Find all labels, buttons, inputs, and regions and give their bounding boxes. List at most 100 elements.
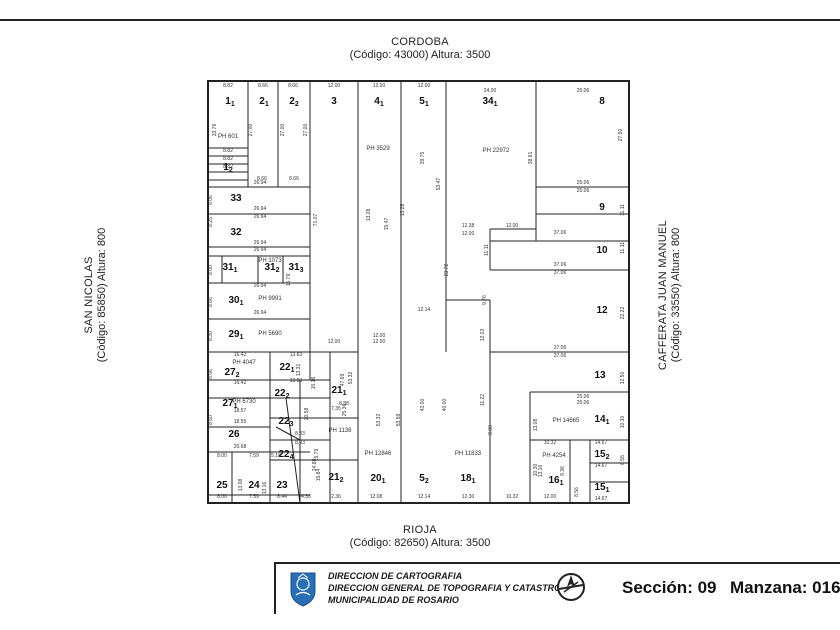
measure-label: 37.06 xyxy=(554,353,567,359)
measure-label: 15.84 xyxy=(316,469,322,482)
measure-label: 37.06 xyxy=(554,230,567,236)
lot-number-23: 23 xyxy=(276,480,288,491)
measure-label: 15.79 xyxy=(286,274,292,287)
measure-label: 53.59 xyxy=(396,414,402,427)
measure-label: 12.00 xyxy=(506,223,519,229)
street-bottom-info: (Código: 82650) Altura: 3500 xyxy=(349,537,491,549)
measure-label: 8.66 xyxy=(288,83,298,89)
measure-label: 15.79 xyxy=(314,449,320,462)
measure-label: 27.00 xyxy=(303,124,309,137)
lot-number-15_1: 151 xyxy=(594,482,609,494)
measure-label: 13.16 xyxy=(262,482,268,495)
measure-label: 4.36 xyxy=(301,494,311,500)
measure-label: 7.35 xyxy=(331,406,341,412)
measure-label: 15.16 xyxy=(311,377,317,390)
lot-number-31_3: 313 xyxy=(288,262,303,274)
measure-label: 8.93 xyxy=(295,440,305,446)
lot-number-25: 25 xyxy=(216,480,228,491)
lot-number-34_1: 341 xyxy=(482,96,497,108)
measure-label: 13.83 xyxy=(290,378,303,384)
measure-label: 13.28 xyxy=(366,209,372,222)
measure-label: 53.32 xyxy=(376,414,382,427)
street-top-label: CORDOBA (Código: 43000) Altura: 3500 xyxy=(320,36,520,62)
lot-number-18_1: 181 xyxy=(460,473,475,485)
measure-label: 10.30 xyxy=(533,464,539,477)
measure-label: 33.76 xyxy=(212,124,218,137)
ph-label: PH 6730 xyxy=(232,399,256,405)
measure-label: 25.06 xyxy=(577,188,590,194)
measure-label: 13.08 xyxy=(533,419,539,432)
measure-label: 12.00 xyxy=(373,333,386,339)
measure-label: 7.59 xyxy=(249,453,259,459)
block-outline xyxy=(207,80,630,504)
ph-label: PH 3529 xyxy=(366,146,390,152)
lot-number-27_2: 272 xyxy=(224,367,239,379)
lot-number-29_1: 291 xyxy=(228,329,243,341)
measure-label: 11.11 xyxy=(484,244,490,256)
measure-label: 22.22 xyxy=(620,307,626,320)
measure-label: 8.82 xyxy=(223,148,233,154)
measure-label: 8.00 xyxy=(217,453,227,459)
measure-label: 16.42 xyxy=(234,380,247,386)
measure-label: 12.50 xyxy=(620,372,626,385)
measure-label: 8.82 xyxy=(223,164,233,170)
measure-label: 27.50 xyxy=(618,129,624,142)
measure-label: 6.55 xyxy=(620,455,626,465)
measure-label: 38.61 xyxy=(528,152,534,165)
lot-number-5_1: 51 xyxy=(419,96,429,108)
measure-label: 20.68 xyxy=(234,444,247,450)
manzana-label: Manzana: 016 xyxy=(730,578,840,597)
measure-label: 23.72 xyxy=(444,264,450,277)
ph-label: PH 1138 xyxy=(329,428,353,434)
measure-label: 12.00 xyxy=(328,339,341,345)
measure-label: 13.16 xyxy=(538,465,544,478)
measure-label: 26.94 xyxy=(254,283,267,289)
measure-label: 8.00 xyxy=(208,265,214,275)
measure-label: 10.30 xyxy=(620,416,626,429)
measure-label: 7.59 xyxy=(249,494,259,500)
measure-label: 13.31 xyxy=(296,364,302,377)
lot-number-1_1: 11 xyxy=(225,96,235,108)
measure-label: 8.88 xyxy=(339,401,349,407)
measure-label: 53.47 xyxy=(436,178,442,191)
lot-number-3: 3 xyxy=(331,96,337,107)
lot-number-24: 24 xyxy=(248,480,260,491)
measure-label: 12.03 xyxy=(480,329,486,342)
measure-label: 5.18 xyxy=(271,453,281,459)
measure-label: 20.58 xyxy=(304,408,310,421)
measure-label: 12.00 xyxy=(328,83,341,89)
measure-label: 8.60 xyxy=(208,415,214,425)
street-top-name: CORDOBA xyxy=(391,36,449,48)
measure-label: 8.00 xyxy=(217,494,227,500)
ph-label: PH 11833 xyxy=(455,451,482,457)
organization-lines: DIRECCION DE CARTOGRAFIA DIRECCION GENER… xyxy=(328,570,561,606)
measure-label: 13.28 xyxy=(400,204,406,217)
measure-label: 12.14 xyxy=(418,307,431,313)
measure-label: 24.00 xyxy=(484,88,497,94)
measure-label: 27.00 xyxy=(248,124,254,137)
lot-number-33: 33 xyxy=(230,193,242,204)
lot-boundaries xyxy=(207,80,630,504)
measure-label: 8.83 xyxy=(295,431,305,437)
measure-labels: 8.82 8.66 8.66 12.00 12.00 12.00 24.00 25.06 8.8… xyxy=(208,83,626,502)
measure-label: 25.06 xyxy=(577,88,590,94)
measure-label: 13.83 xyxy=(290,352,303,358)
ph-label: PH 12846 xyxy=(365,451,392,457)
lot-number-22_2: 222 xyxy=(274,388,289,400)
lot-line xyxy=(275,426,301,441)
measure-label: 8.66 xyxy=(289,176,299,182)
measure-label: 40.00 xyxy=(442,399,448,412)
measure-label: 8.66 xyxy=(208,297,214,307)
measure-label: 26.94 xyxy=(254,180,267,186)
ph-label: PH 1073 xyxy=(258,258,282,264)
measure-label: 8.06 xyxy=(208,369,214,379)
lot-number-15_2: 152 xyxy=(594,449,609,461)
measure-label: 37.06 xyxy=(554,270,567,276)
measure-label: 12.30 xyxy=(462,494,475,500)
measure-label: 14.67 xyxy=(595,463,608,469)
measure-label: 26.94 xyxy=(254,206,267,212)
lot-number-31_1: 311 xyxy=(222,262,237,274)
measure-label: 12.14 xyxy=(418,494,431,500)
lot-number-2_2: 22 xyxy=(289,96,299,108)
